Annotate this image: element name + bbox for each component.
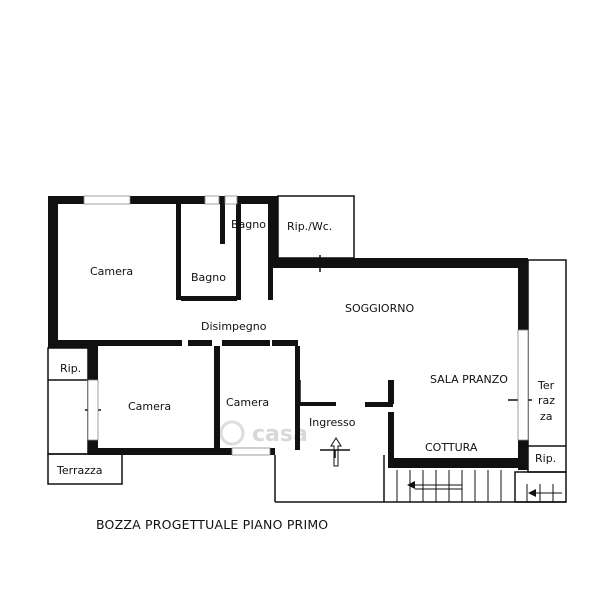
stair-treads <box>396 470 554 502</box>
room-label-bagno-1: Bagno <box>191 271 226 284</box>
room-label-bagno-2: Bagno <box>231 218 266 231</box>
outlines <box>47 195 567 503</box>
room-label-terrazza-left: Terrazza <box>56 464 103 477</box>
room-label-rip-wc: Rip./Wc. <box>287 220 332 233</box>
room-label-terrazza-right-1: Ter <box>537 379 555 392</box>
room-label-camera-2: Camera <box>128 400 171 413</box>
double-arrow-icon <box>407 481 462 490</box>
room-label-terrazza-right-2: raz <box>538 394 555 407</box>
arrow-up-icon <box>330 437 342 467</box>
room-labels: Camera Bagno Bagno Rip./Wc. SOGGIORNO Di… <box>56 218 556 477</box>
double-arrow-icon <box>528 489 562 497</box>
room-label-sala-pranzo: SALA PRANZO <box>430 373 508 386</box>
room-label-terrazza-right-3: za <box>540 410 553 423</box>
watermark: casa <box>219 420 308 447</box>
room-label-rip-right: Rip. <box>535 452 556 465</box>
plan-caption: BOZZA PROGETTUALE PIANO PRIMO <box>96 517 328 532</box>
windows <box>83 195 529 456</box>
room-label-cottura: COTTURA <box>425 441 478 454</box>
room-label-camera-1: Camera <box>90 265 133 278</box>
room-label-ingresso: Ingresso <box>309 416 356 429</box>
room-label-soggiorno: SOGGIORNO <box>345 302 414 315</box>
room-label-camera-3: Camera <box>226 396 269 409</box>
room-label-rip-left: Rip. <box>60 362 81 375</box>
room-label-disimpegno: Disimpegno <box>201 320 267 333</box>
